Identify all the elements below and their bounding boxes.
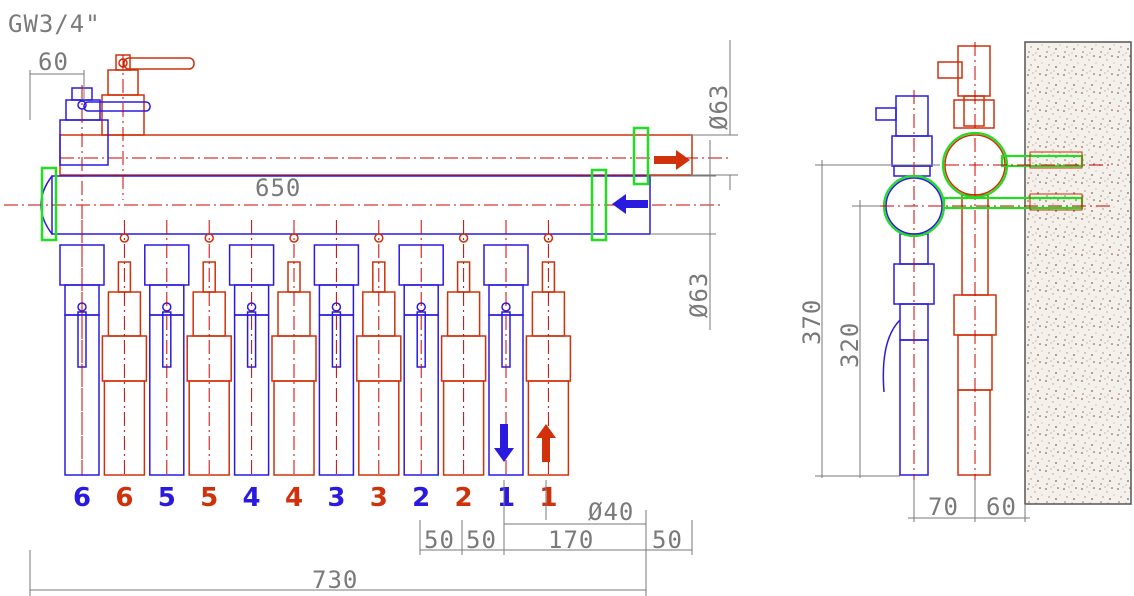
supply-vent-valve: [101, 54, 195, 136]
circuit-label: 6: [73, 483, 91, 513]
dimension-lines: [29, 40, 738, 596]
dim-pipe-diameter-top: Ø63: [705, 84, 733, 130]
side-return-column: [875, 95, 943, 476]
dim-step-1: 50: [424, 526, 455, 554]
circuit-label: 2: [412, 483, 430, 513]
circuit-label: 3: [370, 483, 388, 513]
dim-height-370: 370: [798, 299, 826, 345]
side-anchor-rods: [1029, 151, 1083, 211]
side-view: 370 320 70 60: [798, 41, 1132, 522]
circuit-label: 4: [285, 483, 303, 513]
circuit-label: 2: [455, 483, 473, 513]
dim-step-2: 50: [466, 526, 497, 554]
thread-label: GW3/4": [8, 10, 101, 38]
dim-total-length: 730: [312, 566, 358, 594]
clamp-right: [632, 126, 650, 186]
dim-depth-70: 70: [928, 493, 959, 521]
circuit-label: 3: [327, 483, 345, 513]
clamp-mid: [590, 168, 608, 242]
return-vent-valve: [59, 87, 151, 166]
supply-up-arrow-icon: [536, 424, 556, 462]
circuit-label: 5: [200, 483, 218, 513]
dim-end-50: 50: [652, 526, 683, 554]
dim-span-170: 170: [548, 526, 594, 554]
dim-pipe-diameter-bottom: Ø63: [685, 272, 713, 318]
circuit-label: 5: [158, 483, 176, 513]
dim-depth-60: 60: [986, 493, 1017, 521]
dim-pipe-diameter-small: Ø40: [588, 498, 634, 526]
supply-out-arrow-icon: [654, 150, 690, 170]
dim-manifold-length: 650: [255, 174, 301, 202]
circuit-group: [59, 220, 572, 478]
clamp-left: [40, 166, 58, 242]
circuit-label: 6: [115, 483, 133, 513]
return-in-arrow-icon: [612, 194, 648, 214]
circuit-label: 4: [243, 483, 261, 513]
side-supply-column: [937, 45, 1006, 476]
wall: [1024, 41, 1132, 505]
dim-top-offset: 60: [38, 48, 69, 76]
return-down-arrow-icon: [494, 424, 514, 462]
circuit-label: 1: [539, 483, 557, 513]
dim-height-320: 320: [836, 322, 864, 368]
circuit-label: 1: [497, 483, 515, 513]
